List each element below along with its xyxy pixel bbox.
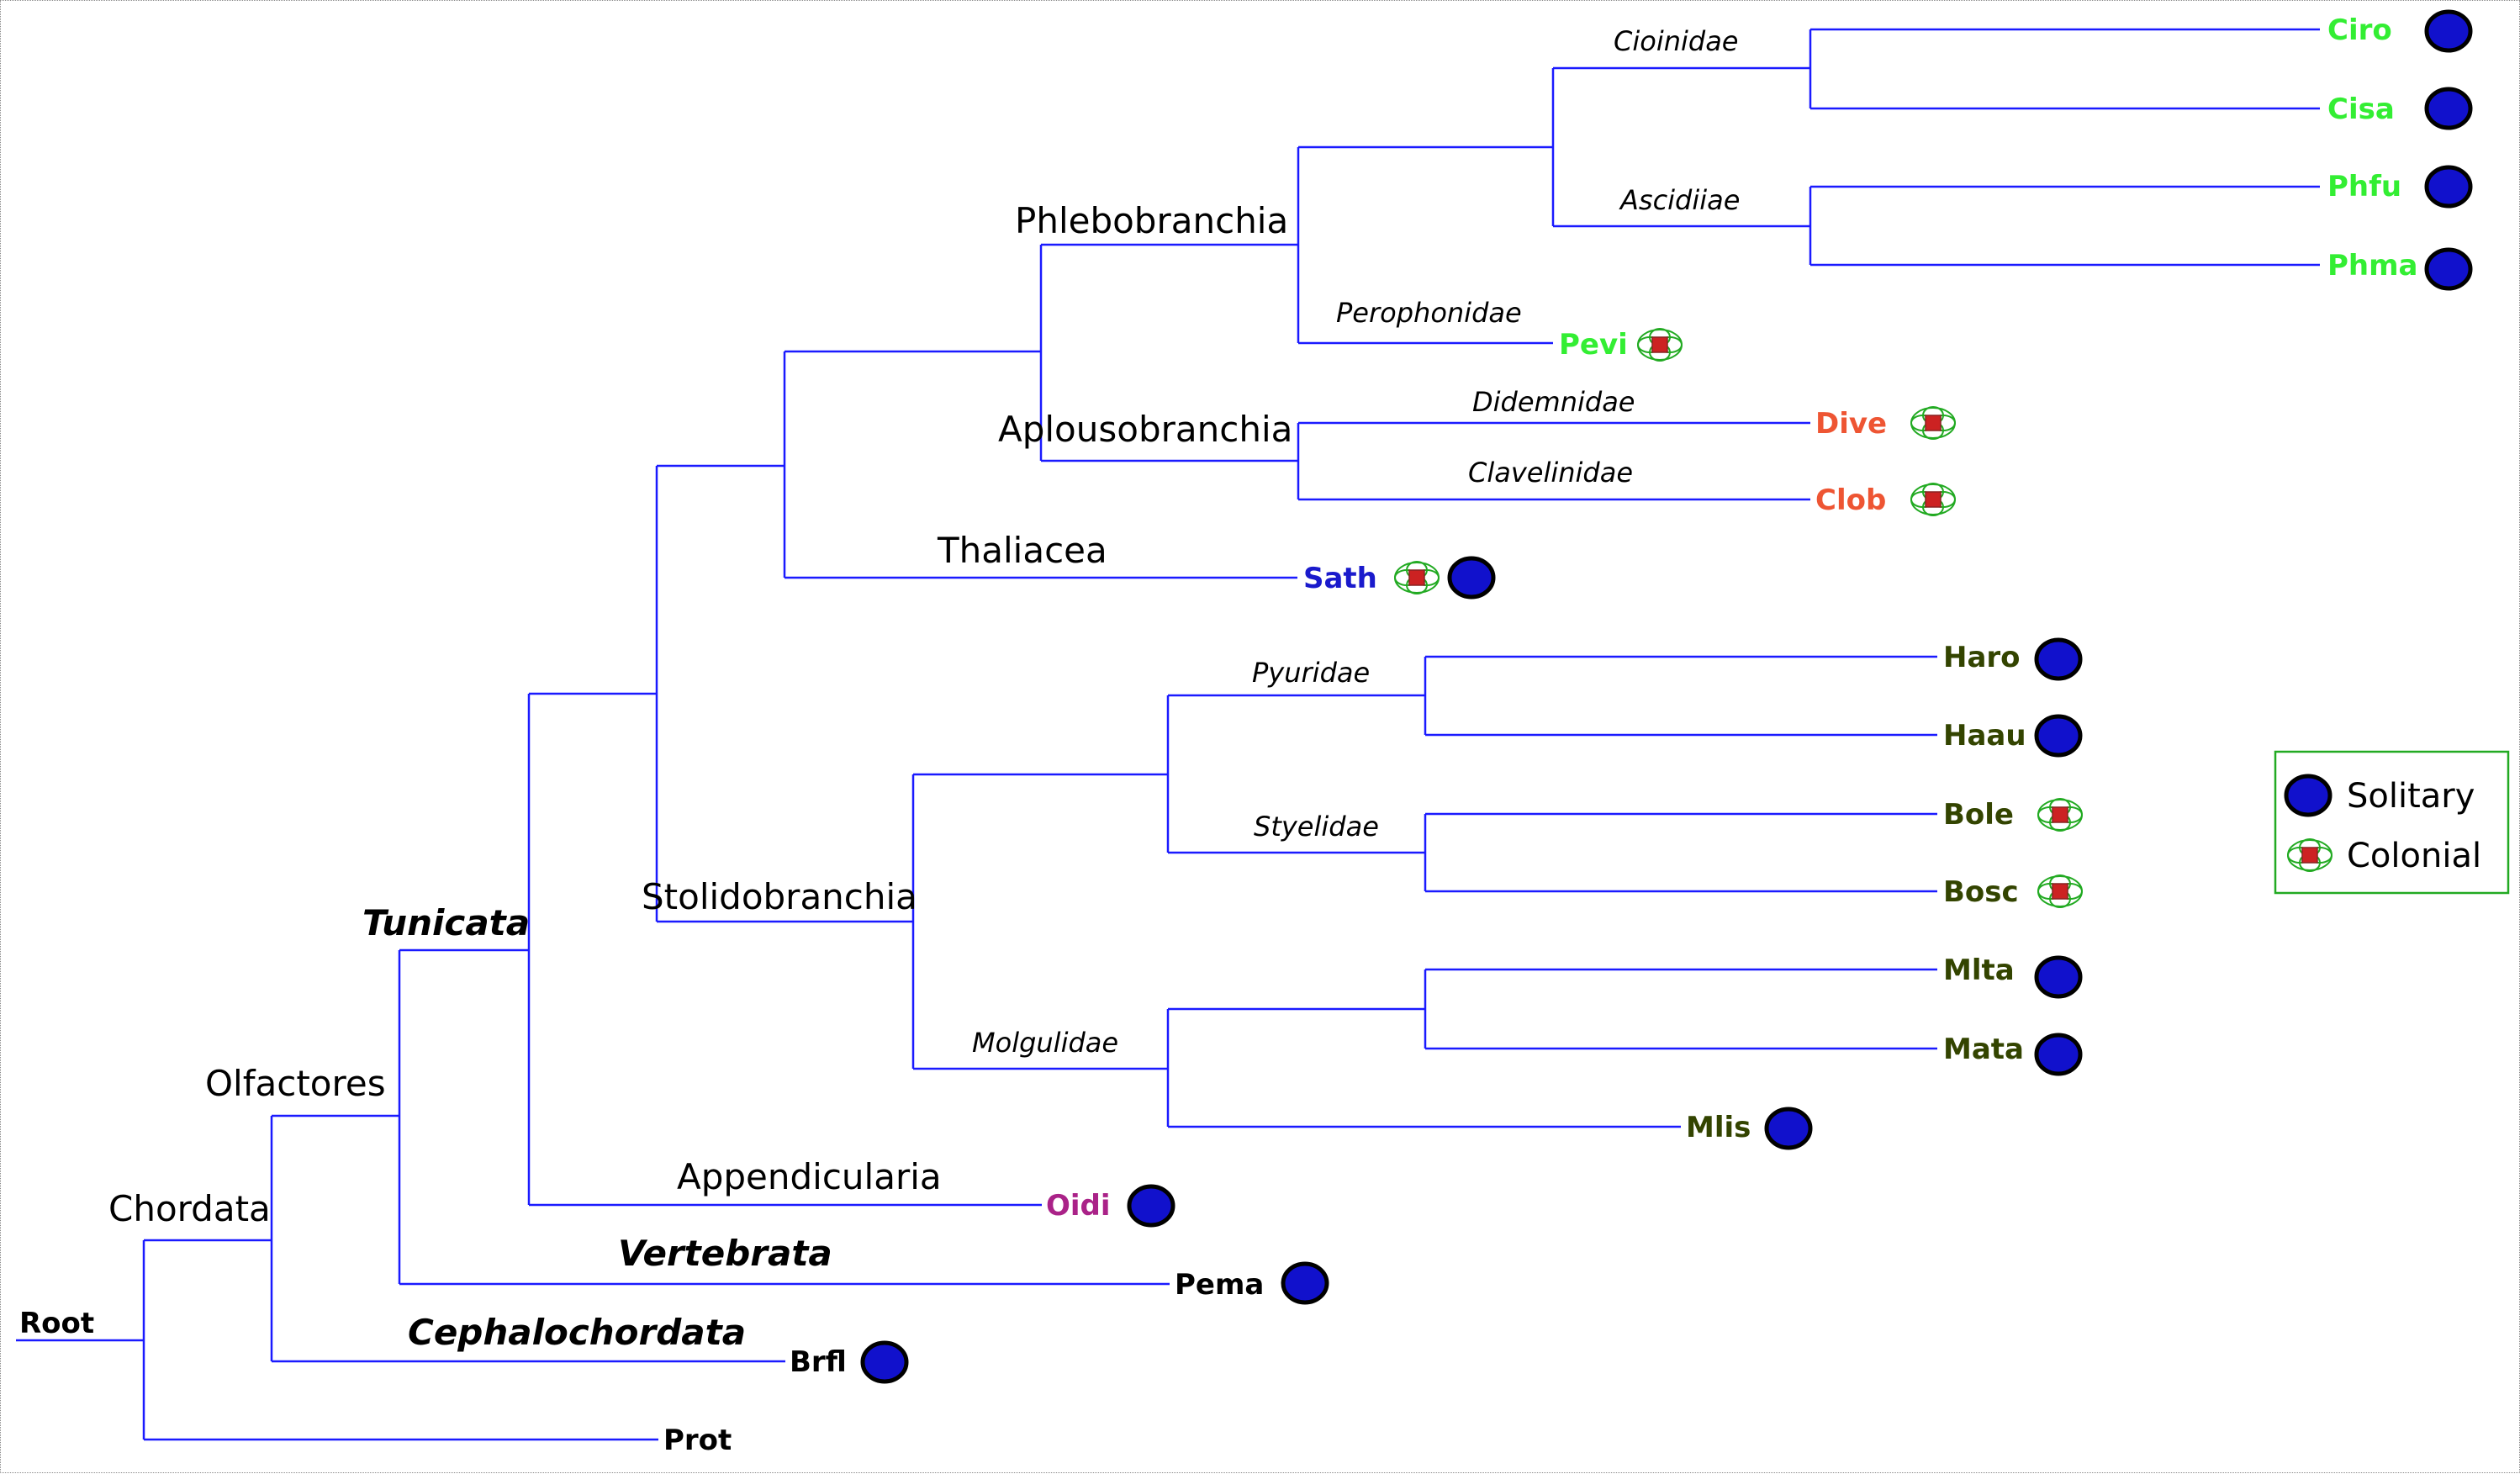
leaf-label-haau: Haau bbox=[1943, 719, 2026, 753]
solitary-dot-icon bbox=[1283, 1264, 1327, 1302]
family-label-pyuridae: Pyuridae bbox=[1252, 657, 1370, 689]
colonial-flower-icon bbox=[1394, 561, 1440, 594]
branch-molgulidae bbox=[1166, 1007, 1681, 1128]
leaf-label-dive: Dive bbox=[1815, 407, 1887, 441]
clade-label-thaliacea: Thaliacea bbox=[937, 530, 1107, 571]
colonial-flower-icon bbox=[2037, 798, 2083, 832]
colonial-flower-icon bbox=[1910, 483, 1956, 516]
colonial-flower-icon bbox=[1637, 328, 1683, 362]
clade-label-phlebobranchia: Phlebobranchia bbox=[1015, 200, 1288, 241]
root-label: Root bbox=[19, 1307, 94, 1340]
solitary-dot-icon bbox=[1767, 1109, 1810, 1148]
leaf-labels: Ciro Cisa Phfu Phma Pevi Dive Clob Sath … bbox=[663, 13, 2418, 1457]
leaf-label-pema: Pema bbox=[1175, 1268, 1264, 1302]
clade-label-cephalochordata: Cephalochordata bbox=[408, 1312, 746, 1353]
family-label-cioinidae: Cioinidae bbox=[1614, 25, 1738, 57]
leaf-label-mlta: Mlta bbox=[1943, 954, 2015, 987]
clade-label-appendicularia: Appendicularia bbox=[677, 1156, 942, 1197]
leaf-label-bole: Bole bbox=[1943, 798, 2014, 832]
branch-ascidiiae bbox=[1809, 185, 2320, 267]
solitary-dot-icon bbox=[2037, 640, 2080, 679]
branch-chordata bbox=[142, 1239, 658, 1441]
solitary-dot-icon bbox=[2427, 89, 2470, 128]
solitary-dot-icon bbox=[2037, 716, 2080, 755]
clade-label-chordata: Chordata bbox=[108, 1188, 271, 1229]
leaf-label-clob: Clob bbox=[1815, 483, 1886, 517]
branch-tunicata-vertebrata bbox=[398, 948, 1170, 1286]
leaf-label-phma: Phma bbox=[2327, 249, 2418, 283]
leaf-label-oidi: Oidi bbox=[1046, 1189, 1111, 1223]
leaf-label-mlis: Mlis bbox=[1686, 1111, 1751, 1144]
leaf-label-haro: Haro bbox=[1943, 641, 2021, 674]
solitary-dot-icon bbox=[863, 1343, 906, 1382]
family-label-molgulidae: Molgulidae bbox=[972, 1027, 1118, 1059]
branch-phlebobranchia bbox=[1297, 145, 1553, 345]
legend-label-colonial: Colonial bbox=[2347, 837, 2481, 875]
solitary-dot-icon bbox=[2427, 167, 2470, 206]
clade-labels: Root Chordata Olfactores Tunicata Verteb… bbox=[19, 200, 1292, 1353]
branch-tunicata bbox=[527, 692, 1042, 1207]
solitary-dot-icon bbox=[2427, 250, 2470, 288]
clade-label-vertebrata: Vertebrata bbox=[618, 1233, 832, 1274]
branch-cioinidae-ascidiiae bbox=[1551, 66, 1810, 228]
solitary-dot-icon bbox=[2286, 776, 2330, 815]
family-label-ascidiiae: Ascidiiae bbox=[1619, 184, 1740, 216]
clade-label-stolidobranchia: Stolidobranchia bbox=[642, 876, 917, 917]
branch-thaliacea-split bbox=[783, 350, 1297, 579]
branch-aplousobranchia bbox=[1297, 421, 1810, 501]
colonial-flower-icon bbox=[1910, 406, 1956, 440]
branch-styelidae bbox=[1424, 812, 1937, 893]
leaf-label-mata: Mata bbox=[1943, 1033, 2024, 1066]
branch-pyuridae bbox=[1424, 655, 1937, 737]
solitary-dot-icon bbox=[2037, 1035, 2080, 1074]
branch-stolidobranchia bbox=[911, 773, 1168, 1070]
solitary-dot-icon bbox=[2037, 958, 2080, 996]
branch-tunicata-inner bbox=[655, 464, 913, 923]
branch-cioinidae bbox=[1809, 28, 2320, 110]
leaf-label-bosc: Bosc bbox=[1943, 875, 2019, 909]
branch-mlta-mata bbox=[1424, 968, 1937, 1050]
family-label-perophonidae: Perophonidae bbox=[1336, 297, 1522, 329]
family-label-clavelinidae: Clavelinidae bbox=[1468, 457, 1633, 489]
tree-branches bbox=[16, 28, 2320, 1441]
leaf-label-prot: Prot bbox=[663, 1424, 732, 1457]
solitary-dot-icon bbox=[1129, 1186, 1173, 1225]
legend-label-solitary: Solitary bbox=[2347, 777, 2475, 816]
branch-phlebo-aplouso bbox=[1039, 243, 1298, 462]
family-label-styelidae: Styelidae bbox=[1254, 811, 1379, 843]
clade-label-aplousobranchia: Aplousobranchia bbox=[998, 409, 1292, 450]
colonial-flower-icon bbox=[2037, 874, 2083, 908]
family-labels: Cioinidae Ascidiiae Perophonidae Didemni… bbox=[972, 25, 1740, 1059]
solitary-dot-icon bbox=[2427, 12, 2470, 50]
family-label-didemnidae: Didemnidae bbox=[1472, 386, 1635, 418]
leaf-label-pevi: Pevi bbox=[1559, 328, 1628, 362]
leaf-label-cisa: Cisa bbox=[2327, 92, 2395, 126]
leaf-label-phfu: Phfu bbox=[2327, 170, 2401, 203]
leaf-label-brfl: Brfl bbox=[790, 1345, 847, 1379]
clade-label-tunicata: Tunicata bbox=[362, 902, 530, 943]
branch-olfactores bbox=[270, 1114, 785, 1363]
branch-pyuridae-styelidae bbox=[1166, 694, 1425, 854]
solitary-dot-icon bbox=[1450, 558, 1493, 597]
legend: Solitary Colonial bbox=[2274, 750, 2510, 895]
leaf-label-ciro: Ciro bbox=[2327, 13, 2392, 47]
clade-label-olfactores: Olfactores bbox=[205, 1063, 386, 1104]
leaf-label-sath: Sath bbox=[1303, 562, 1377, 595]
